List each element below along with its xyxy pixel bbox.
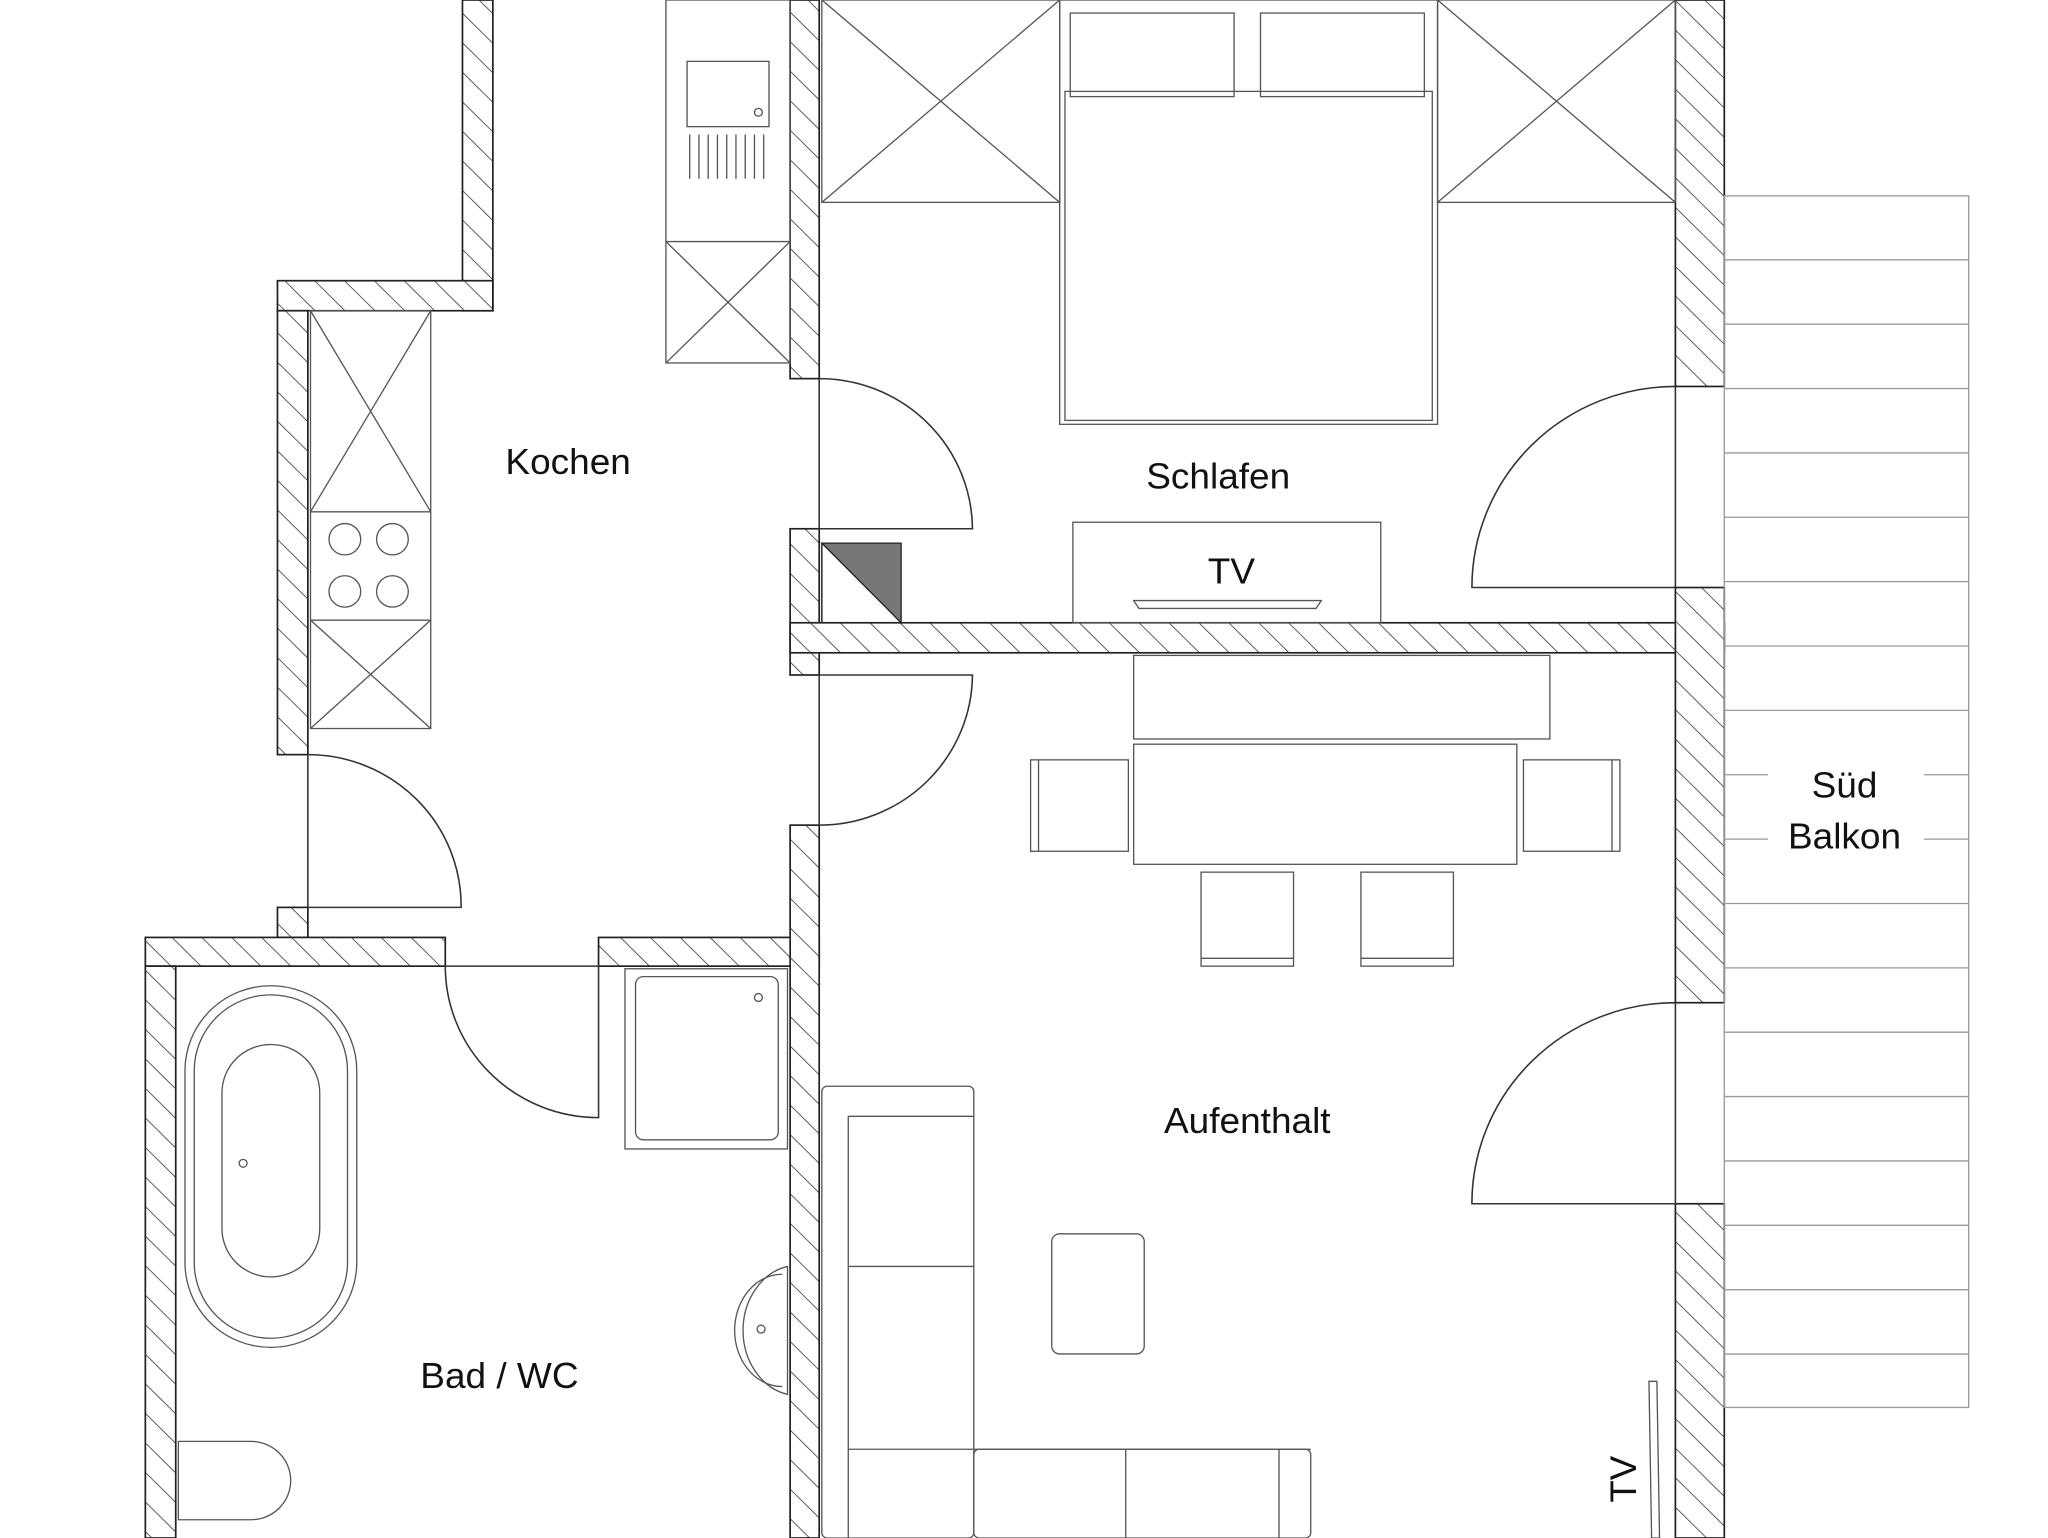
shaft-marker [820,542,902,625]
walls [144,0,1726,1538]
door-living [818,674,974,826]
label-bath: Bad / WC [420,1355,578,1396]
tv-icon-living [1648,1380,1661,1538]
kitchen-furniture [309,0,791,730]
label-balcony-1: Süd [1812,765,1878,806]
shower [624,968,789,1150]
label-bedroom: Schlafen [1146,455,1290,496]
toilet [177,1440,292,1521]
label-bedroom-tv: TV [1208,551,1256,592]
bath-furniture [177,968,789,1521]
sofa [821,1085,975,1538]
bedroom-furniture [821,0,1677,624]
dining-table [1133,743,1518,865]
stove [328,522,409,608]
label-kitchen: Kochen [505,441,630,482]
room-labels: Kochen Schlafen TV Süd Balkon Aufenthalt… [420,441,1924,1503]
balcony [1723,195,1970,1409]
coffee-table [1051,1233,1145,1355]
door-living-balcony [1471,1001,1677,1205]
bathtub [184,985,358,1349]
bed [1059,0,1439,425]
door-bedroom [818,377,974,530]
door-kitchen [307,753,462,909]
tv-icon [1132,599,1323,610]
door-bedroom-balcony [1471,385,1677,589]
label-living-tv: TV [1603,1455,1644,1502]
tv-cabinet [1072,521,1382,624]
door-bath [444,965,600,1119]
sink [686,60,770,128]
doors[interactable] [307,377,1677,1205]
label-balcony-2: Balkon [1788,816,1901,857]
living-furniture [821,654,1661,1538]
label-living: Aufenthalt [1164,1100,1331,1141]
